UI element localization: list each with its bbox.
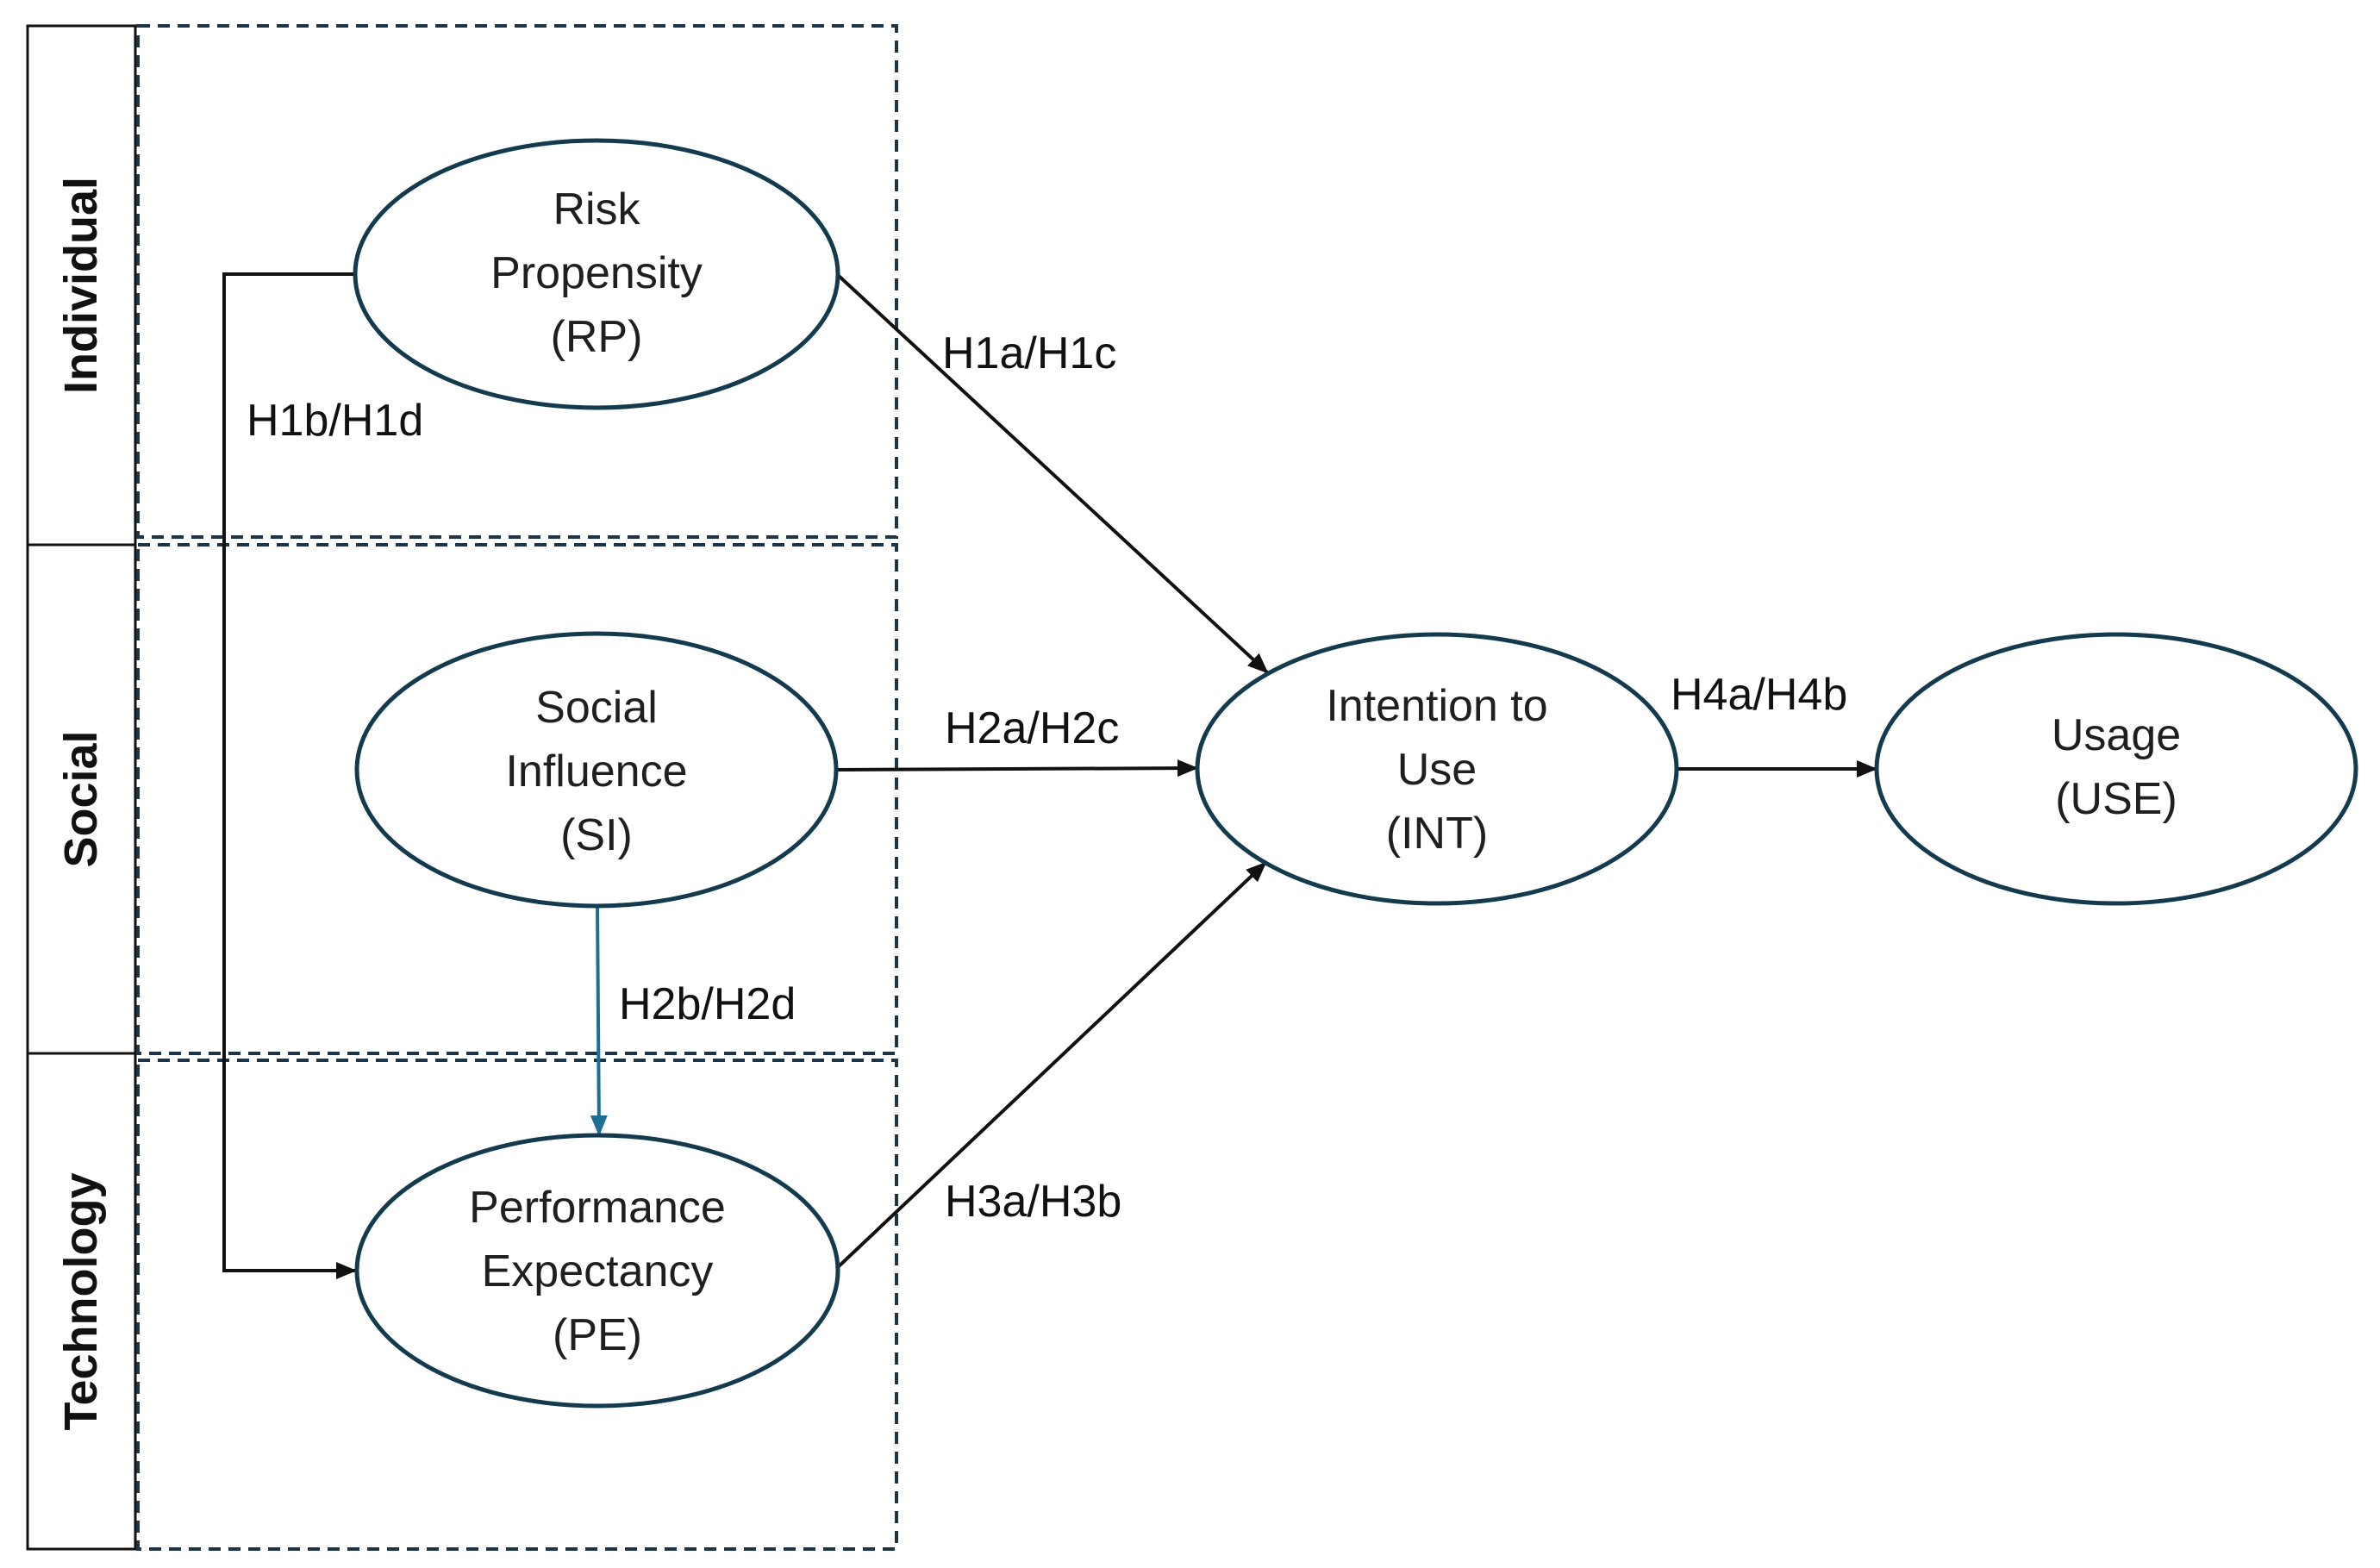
node-risk-propensity: Risk Propensity (RP) bbox=[353, 138, 840, 410]
band-technology: Technology bbox=[26, 1052, 137, 1551]
node-label-line: Expectancy bbox=[482, 1246, 714, 1296]
node-label-line: Risk bbox=[553, 184, 640, 234]
edge-label-pe-int: H3a/H3b bbox=[945, 1177, 1121, 1227]
band-label-technology: Technology bbox=[55, 1172, 107, 1430]
group-box-individual bbox=[136, 24, 898, 539]
edge-si-int bbox=[835, 759, 1198, 778]
band-label-individual: Individual bbox=[55, 177, 107, 394]
node-label-line: (INT) bbox=[1386, 809, 1488, 859]
node-intention-to-use: Intention to Use (INT) bbox=[1195, 632, 1679, 906]
edge-label-rp-pe: H1b/H1d bbox=[247, 396, 423, 446]
edge-rp-pe bbox=[222, 272, 357, 1279]
node-label-line: Performance bbox=[469, 1183, 726, 1233]
node-label-line: Influence bbox=[505, 747, 687, 796]
node-label-line: Propensity bbox=[490, 248, 703, 298]
group-box-technology bbox=[136, 1059, 898, 1551]
edge-si-pe bbox=[590, 905, 608, 1136]
node-label-line: (RP) bbox=[551, 312, 643, 362]
node-label-line: (USE) bbox=[2055, 774, 2177, 824]
edge-label-int-use: H4a/H4b bbox=[1671, 670, 1847, 720]
band-individual: Individual bbox=[26, 24, 137, 547]
edge-label-si-int: H2a/H2c bbox=[945, 703, 1119, 753]
node-label-line: Use bbox=[1397, 745, 1477, 795]
band-label-social: Social bbox=[55, 730, 107, 867]
band-social: Social bbox=[26, 543, 137, 1055]
node-usage: Usage (USE) bbox=[1874, 632, 2358, 906]
node-performance-expectancy: Performance Expectancy (PE) bbox=[354, 1133, 840, 1409]
node-label-line: Intention to bbox=[1326, 681, 1547, 731]
node-label-line: Social bbox=[535, 683, 658, 733]
node-label-line: (PE) bbox=[553, 1310, 642, 1360]
edge-pe-int bbox=[836, 861, 1267, 1269]
node-social-influence: Social Influence (SI) bbox=[354, 631, 839, 909]
edge-rp-int bbox=[837, 274, 1269, 674]
node-label-line: (SI) bbox=[560, 810, 633, 860]
group-box-social bbox=[136, 543, 898, 1055]
edge-label-rp-int: H1a/H1c bbox=[942, 328, 1116, 378]
node-label-line: Usage bbox=[2052, 710, 2181, 760]
edge-label-si-pe: H2b/H2d bbox=[619, 979, 796, 1029]
